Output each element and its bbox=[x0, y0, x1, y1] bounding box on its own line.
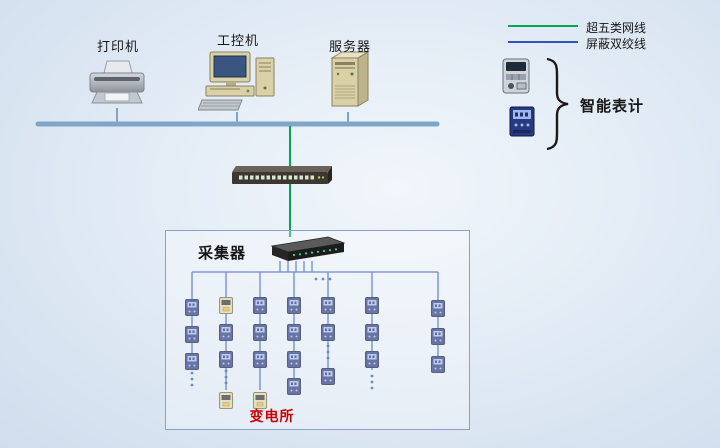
smart-meter-label: 智能表计 bbox=[580, 97, 645, 115]
brace-icon bbox=[544, 58, 572, 150]
industrial-computer-icon bbox=[198, 50, 276, 114]
legend-stp-label: 屏蔽双绞线 bbox=[586, 37, 647, 51]
smart-meter-icon-a bbox=[500, 58, 532, 96]
collector-label: 采集器 bbox=[198, 244, 247, 262]
ellipsis-dots bbox=[190, 277, 374, 390]
smart-meter-icon-b bbox=[508, 106, 536, 138]
substation-box bbox=[165, 230, 470, 430]
printer-label: 打印机 bbox=[96, 40, 139, 55]
server-icon bbox=[324, 50, 374, 114]
substation-label: 变电所 bbox=[249, 409, 295, 425]
device-stub-lines bbox=[116, 108, 349, 122]
printer-icon bbox=[85, 60, 149, 110]
switch-icon bbox=[232, 166, 332, 187]
legend-cat5e-label: 超五类网线 bbox=[586, 21, 647, 35]
industrial-computer-label: 工控机 bbox=[216, 34, 259, 49]
collector-icon bbox=[262, 234, 346, 264]
server-label: 服务器 bbox=[328, 40, 371, 55]
